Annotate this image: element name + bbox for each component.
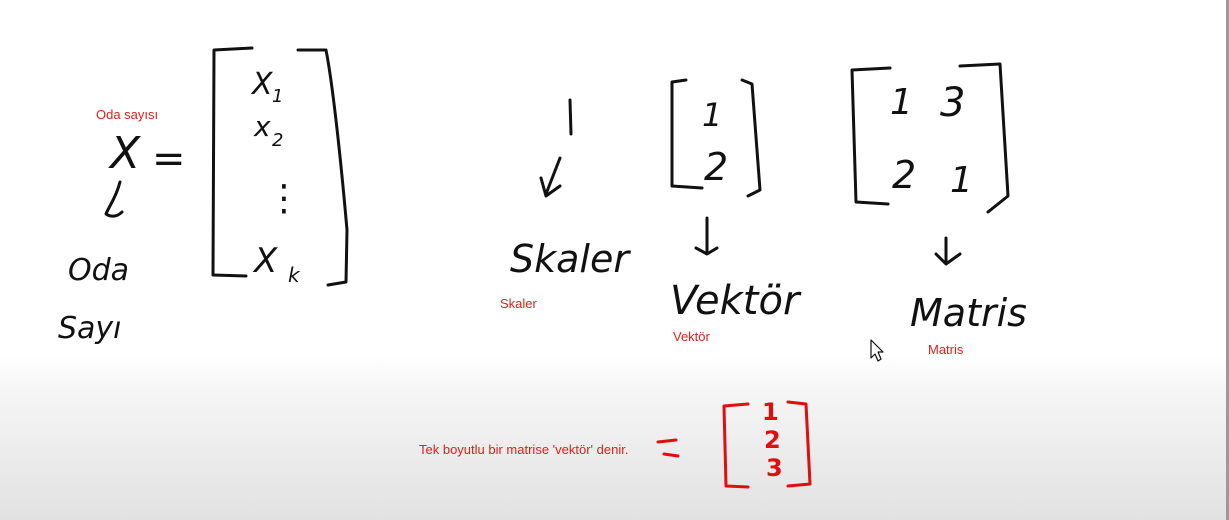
window-right-edge: [1226, 0, 1229, 520]
hw-vector-right-bracket: [740, 78, 762, 198]
hw-matrix-22: 1: [950, 160, 973, 201]
handwritten-scalar: Skaler: [510, 98, 631, 281]
handwritten-equation: X = X 1 x 2 ⋮ X k Oda Sayı: [58, 46, 349, 346]
hw-matrix-11: 1: [890, 82, 913, 123]
hw-matris: Matris: [910, 291, 1027, 335]
hw-x2: x: [253, 110, 271, 143]
hw-x-variable: X: [108, 128, 141, 179]
hw-vertical-dots: ⋮: [266, 178, 302, 219]
note-text: Tek boyutlu bir matrise 'vektör' denir.: [419, 442, 629, 457]
hw-vektor: Vektör: [670, 278, 802, 324]
label-skaler: Skaler: [500, 296, 537, 311]
hw-vector-2: 2: [704, 145, 728, 189]
hw-skaler: Skaler: [510, 237, 631, 281]
hw-matrix-left-bracket: [850, 66, 892, 206]
hw-xk: X: [252, 241, 278, 281]
handwritten-matrix: 1 3 2 1 Matris: [850, 62, 1027, 335]
hw-equals: =: [152, 136, 186, 182]
red-right-bracket: [786, 400, 812, 488]
hw-vector-arrow: [694, 216, 719, 256]
hw-sayi: Sayı: [58, 311, 122, 346]
label-oda-sayisi: Oda sayısı: [96, 107, 159, 122]
red-vector-2: 2: [764, 426, 781, 454]
hw-x1-subscript: 1: [272, 86, 283, 107]
hw-x2-subscript: 2: [272, 130, 283, 151]
hw-scalar-one: [568, 98, 573, 136]
red-vector-3: 3: [766, 454, 783, 482]
red-left-bracket: [722, 402, 750, 489]
red-vector-example: 1 2 3: [656, 398, 812, 489]
label-matris: Matris: [928, 342, 964, 357]
hw-oda: Oda: [68, 253, 129, 288]
mouse-pointer-icon: [870, 339, 884, 362]
hw-right-bracket: [296, 48, 349, 287]
label-vektor: Vektör: [673, 329, 710, 344]
hw-matrix-right-bracket: [958, 62, 1010, 214]
hw-x1: X: [250, 67, 274, 102]
handwritten-vector: 1 2 Vektör: [670, 78, 802, 324]
hw-vector-1: 1: [702, 96, 722, 134]
hw-scalar-arrow: [539, 156, 562, 198]
hw-matrix-21: 2: [892, 153, 916, 197]
hw-matrix-12: 3: [940, 80, 965, 126]
red-equals-sign: [656, 438, 680, 458]
hw-matrix-arrow: [934, 236, 962, 266]
red-vector-1: 1: [762, 398, 779, 426]
hw-xk-subscript: k: [288, 263, 301, 287]
hw-vector-left-bracket: [670, 78, 704, 190]
hw-left-bracket: [211, 46, 254, 278]
hw-arrow-down: [104, 180, 124, 218]
